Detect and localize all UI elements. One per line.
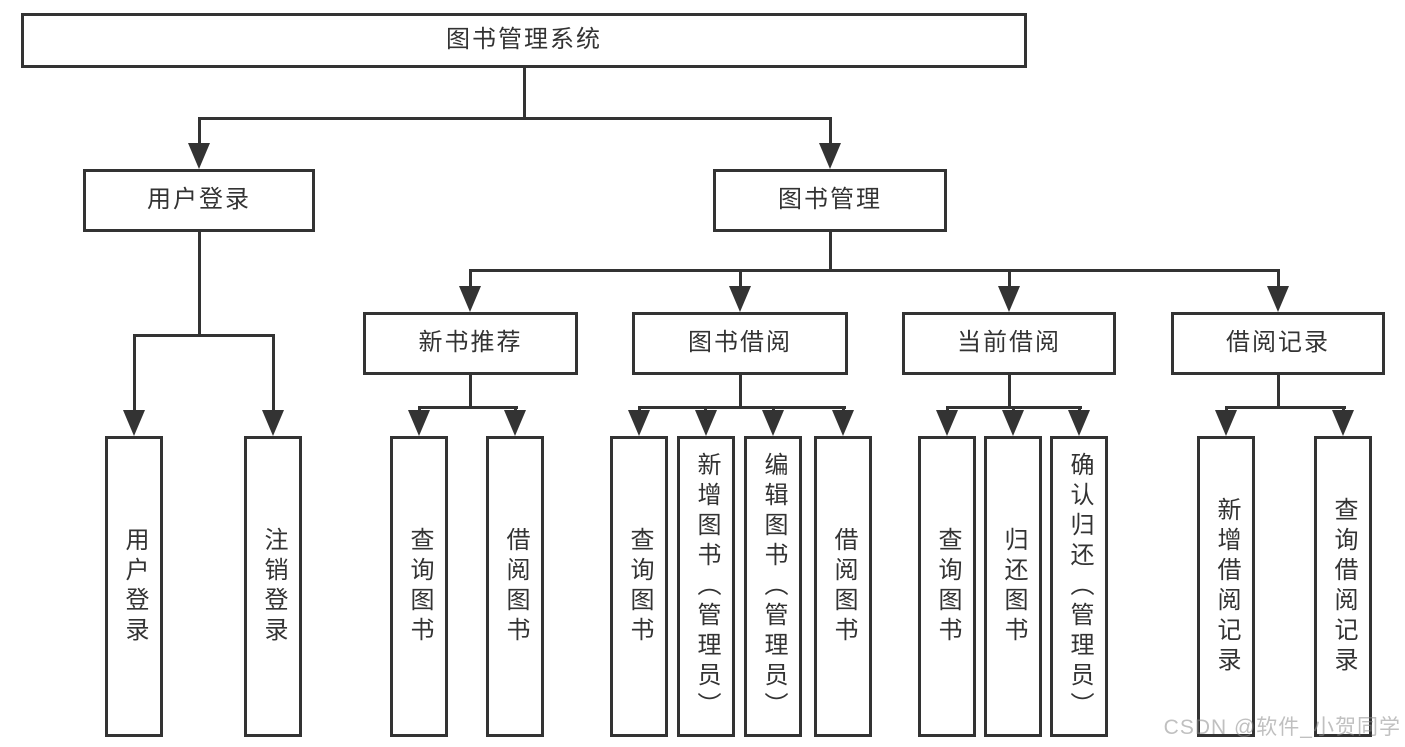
leaf-logout: 注销登录 (244, 436, 302, 737)
node-library-management-system: 图书管理系统 (21, 13, 1027, 68)
arrow-down-icon (459, 286, 481, 312)
node-label: 借阅图书 (830, 526, 857, 647)
arrow-down-icon (1002, 410, 1024, 436)
watermark: CSDN @软件_小贺同学 (1163, 716, 1401, 739)
node-label: 编辑图书（管理员） (760, 451, 787, 722)
node-label: 注销登录 (260, 526, 287, 647)
connector-line (133, 334, 136, 414)
connector-line (638, 406, 846, 409)
connector-line (1277, 375, 1280, 408)
connector-line (469, 269, 472, 291)
leaf-query-borrow-record: 查询借阅记录 (1314, 436, 1372, 737)
connector-line (523, 68, 526, 118)
node-label: 归还图书 (1000, 526, 1027, 647)
node-label: 当前借阅 (957, 329, 1061, 357)
node-label: 新书推荐 (418, 329, 523, 357)
arrow-down-icon (1332, 410, 1354, 436)
node-book-borrowing: 图书借阅 (632, 312, 848, 375)
connector-line (829, 117, 832, 147)
leaf-add-books-admin: 新增图书（管理员） (677, 436, 735, 737)
connector-line (1008, 269, 1011, 291)
arrow-down-icon (695, 410, 717, 436)
arrow-down-icon (729, 286, 751, 312)
arrow-down-icon (188, 143, 210, 169)
leaf-confirm-return-admin: 确认归还（管理员） (1050, 436, 1108, 737)
arrow-down-icon (832, 410, 854, 436)
arrow-down-icon (504, 410, 526, 436)
arrow-down-icon (408, 410, 430, 436)
leaf-borrow-books-rec: 借阅图书 (486, 436, 544, 737)
node-label: 新增图书（管理员） (693, 451, 720, 722)
node-borrowing-records: 借阅记录 (1171, 312, 1385, 375)
node-label: 图书借阅 (688, 329, 792, 357)
arrow-down-icon (262, 410, 284, 436)
leaf-query-books-borrow: 查询图书 (610, 436, 668, 737)
connector-line (469, 269, 1280, 272)
node-label: 查询图书 (626, 526, 653, 647)
node-label: 用户登录 (121, 526, 148, 647)
connector-line (198, 117, 201, 147)
leaf-borrow-books: 借阅图书 (814, 436, 872, 737)
arrow-down-icon (762, 410, 784, 436)
node-label: 图书管理 (778, 186, 882, 214)
leaf-return-books: 归还图书 (984, 436, 1042, 737)
connector-line (739, 269, 742, 291)
node-label: 新增借阅记录 (1213, 496, 1240, 677)
arrow-down-icon (998, 286, 1020, 312)
node-book-management: 图书管理 (713, 169, 947, 232)
leaf-query-books-rec: 查询图书 (390, 436, 448, 737)
leaf-edit-books-admin: 编辑图书（管理员） (744, 436, 802, 737)
connector-line (272, 334, 275, 414)
leaf-user-login: 用户登录 (105, 436, 163, 737)
connector-line (418, 406, 518, 409)
node-user-login: 用户登录 (83, 169, 315, 232)
node-label: 查询图书 (934, 526, 961, 647)
arrow-down-icon (123, 410, 145, 436)
arrow-down-icon (936, 410, 958, 436)
leaf-add-borrow-record: 新增借阅记录 (1197, 436, 1255, 737)
leaf-query-books-current: 查询图书 (918, 436, 976, 737)
node-label: 图书管理系统 (446, 26, 602, 54)
connector-line (198, 117, 831, 120)
node-label: 查询借阅记录 (1330, 496, 1357, 677)
connector-line (1225, 406, 1346, 409)
arrow-down-icon (819, 143, 841, 169)
node-label: 确认归还（管理员） (1066, 451, 1093, 722)
connector-line (469, 375, 472, 408)
connector-line (198, 232, 201, 336)
node-label: 借阅图书 (502, 526, 529, 647)
connector-line (1008, 375, 1011, 408)
connector-line (133, 334, 275, 337)
connector-line (829, 232, 832, 271)
connector-line (1277, 269, 1280, 291)
arrow-down-icon (1267, 286, 1289, 312)
connector-line (739, 375, 742, 408)
node-label: 借阅记录 (1226, 329, 1330, 357)
arrow-down-icon (628, 410, 650, 436)
arrow-down-icon (1068, 410, 1090, 436)
node-new-book-recommendation: 新书推荐 (363, 312, 578, 375)
node-label: 查询图书 (406, 526, 433, 647)
arrow-down-icon (1215, 410, 1237, 436)
node-label: 用户登录 (147, 186, 251, 214)
node-current-borrowing: 当前借阅 (902, 312, 1116, 375)
